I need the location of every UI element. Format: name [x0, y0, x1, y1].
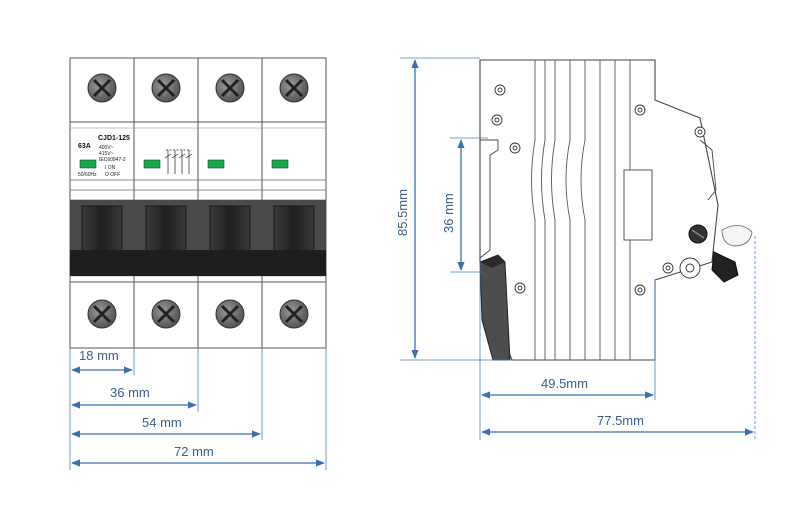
front-view: 63A CJD1-125 400V~ 415V~ IEC60947-2 50/6… — [69, 57, 327, 470]
screw-icon — [215, 73, 245, 103]
dim-rail-label: 36 mm — [441, 193, 456, 233]
din-clip — [479, 254, 511, 361]
dim-36mm-label: 36 mm — [110, 385, 150, 400]
dim-depth-total-label: 77.5mm — [597, 413, 644, 428]
screw-icon — [279, 73, 309, 103]
dim-depth-body-label: 49.5mm — [541, 376, 588, 391]
dim-72mm-label: 72 mm — [174, 444, 214, 459]
screw-icon — [151, 73, 181, 103]
side-view: 85.5mm 36 mm 49.5mm 77.5mm — [395, 57, 756, 440]
screw-icon — [215, 299, 245, 329]
voltage-1-label: 400V~ — [99, 145, 114, 151]
model-label: CJD1-125 — [98, 135, 130, 142]
off-label: O OFF — [105, 172, 120, 178]
voltage-2-label: 415V~ — [99, 151, 114, 157]
screw-icon — [151, 299, 181, 329]
rating-label: 63A — [78, 143, 91, 150]
screw-icon — [279, 299, 309, 329]
side-body-outline — [479, 59, 719, 361]
indicator-green — [207, 159, 225, 169]
screw-icon — [87, 299, 117, 329]
rivet-icon — [491, 84, 706, 296]
dim-18mm-label: 18 mm — [79, 348, 119, 363]
label-window — [623, 169, 653, 241]
screw-icon — [87, 73, 117, 103]
frequency-label: 50/60Hz — [78, 172, 97, 178]
on-label: I ON — [105, 165, 116, 171]
dim-height-label: 85.5mm — [395, 189, 410, 236]
indicator-green — [271, 159, 289, 169]
standard-label: IEC60947-2 — [99, 157, 126, 163]
indicator-green — [143, 159, 161, 169]
indicator-green — [79, 159, 97, 169]
circuit-symbol-icon — [164, 149, 193, 174]
trip-lever — [711, 251, 739, 283]
handle-base — [70, 250, 326, 276]
body-ribs — [531, 60, 631, 360]
dim-54mm-label: 54 mm — [142, 415, 182, 430]
handle-ghost-position — [721, 225, 753, 247]
